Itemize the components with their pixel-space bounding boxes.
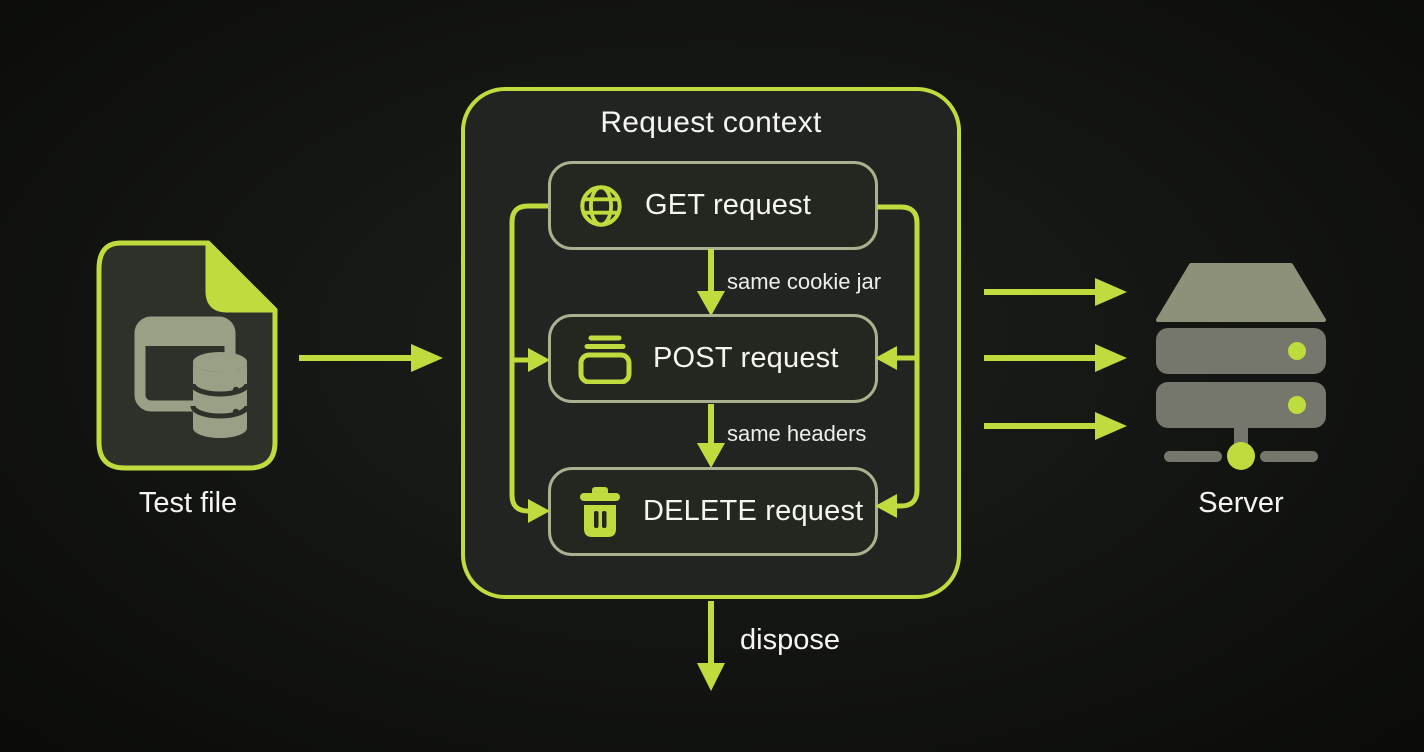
arrow-context-to-server-3 — [984, 412, 1127, 440]
post-request-node: POST request — [548, 314, 878, 403]
arrow-testfile-to-context — [299, 344, 443, 372]
edge-label-same-headers: same headers — [727, 421, 867, 446]
get-request-node: GET request — [548, 161, 878, 250]
loop-right-connector — [875, 204, 920, 518]
trash-icon — [580, 486, 620, 537]
arrow-context-to-server-2 — [984, 344, 1127, 372]
delete-request-node: DELETE request — [548, 467, 878, 556]
get-request-label: GET request — [645, 189, 812, 221]
database-icon — [190, 352, 250, 438]
delete-request-label: DELETE request — [643, 495, 864, 527]
arrow-context-to-server-1 — [984, 278, 1127, 306]
globe-icon — [580, 184, 622, 227]
server-rack-icon — [1156, 263, 1326, 470]
request-context-title: Request context — [600, 106, 822, 139]
arrow-dispose — [697, 601, 725, 691]
edge-label-same-cookie-jar: same cookie jar — [727, 269, 882, 294]
dispose-label: dispose — [740, 624, 840, 656]
file-database-icon — [96, 240, 278, 471]
test-file-label: Test file — [138, 487, 238, 519]
arrow-post-to-delete — [697, 404, 725, 468]
cards-icon — [578, 335, 632, 384]
arrow-get-to-post — [697, 249, 725, 316]
post-request-label: POST request — [653, 342, 839, 374]
loop-left-connector — [509, 203, 550, 523]
server-label: Server — [1198, 487, 1284, 519]
